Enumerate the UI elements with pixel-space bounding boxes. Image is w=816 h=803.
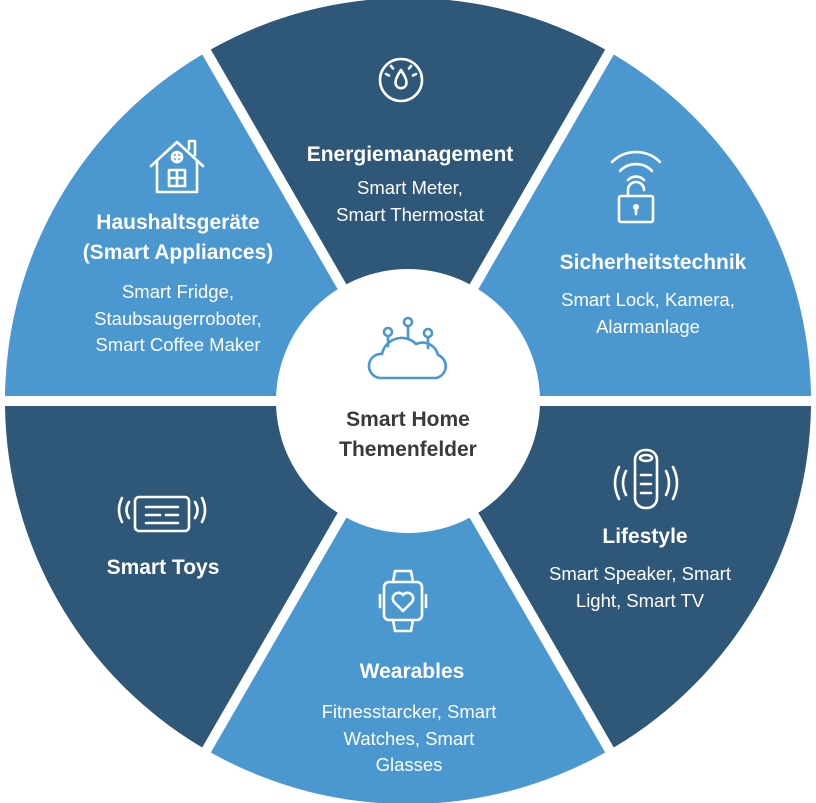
segment-sicherheitstechnik: Sicherheitstechnik Smart Lock, Kamera, A…: [560, 150, 747, 337]
segment-title: Haushaltsgeräte: [96, 211, 259, 234]
gauge-icon: [378, 57, 424, 103]
segment-description-line: Alarmanlage: [596, 316, 700, 337]
segment-wearables: Wearables Fitnesstarcker, Smart Watches,…: [322, 569, 497, 775]
segment-description-line: Staubsaugerroboter,: [94, 308, 262, 329]
toy-remote-icon: [117, 495, 207, 533]
center-title-line: Themenfelder: [339, 438, 477, 461]
segment-title: Smart Toys: [107, 556, 220, 579]
segment-title: Wearables: [360, 660, 465, 683]
segment-description-line: Smart Lock, Kamera,: [561, 289, 735, 310]
segments-layer: [5, 0, 811, 803]
segment-description-line: Smart Thermostat: [336, 204, 484, 225]
segment-title: Energiemanagement: [307, 143, 514, 166]
segment-lifestyle: Lifestyle Smart Speaker, Smart Light, Sm…: [549, 448, 731, 611]
segment-description-line: Watches, Smart: [344, 728, 475, 749]
segment-description-line: Light, Smart TV: [576, 590, 705, 611]
segment-title: Sicherheitstechnik: [560, 251, 747, 274]
segment-shape-haushaltsgeraete: [5, 54, 400, 396]
cloud-network-icon: [367, 316, 448, 380]
segment-title: (Smart Appliances): [83, 241, 274, 264]
segment-haushaltsgeraete: Haushaltsgeräte (Smart Appliances) Smart…: [83, 139, 274, 355]
segment-description-line: Smart Fridge,: [122, 281, 234, 302]
segment-shape-sicherheitstechnik: [416, 54, 811, 396]
segment-description-line: Fitnesstarcker, Smart: [322, 701, 497, 722]
center-circle: [276, 269, 540, 533]
segment-description-line: Glasses: [376, 754, 443, 775]
segment-shape-lifestyle: [416, 406, 811, 748]
segment-shape-smart-toys: [5, 406, 400, 748]
segment-shape-energiemanagement: [210, 0, 606, 391]
center-hub: Smart Home Themenfelder: [276, 269, 540, 533]
center-title-line: Smart Home: [346, 408, 470, 431]
segment-title: Lifestyle: [602, 525, 687, 548]
segment-description-line: Smart Coffee Maker: [95, 334, 260, 355]
segment-description-line: Smart Speaker, Smart: [549, 563, 731, 584]
segment-smart-toys: Smart Toys: [107, 495, 220, 579]
segment-description-line: Smart Meter,: [357, 177, 463, 198]
smartwatch-heart-icon: [378, 569, 428, 633]
house-icon: [149, 139, 205, 194]
wireless-lock-icon: [610, 150, 662, 224]
smart-speaker-icon: [613, 448, 679, 510]
segment-energiemanagement: Energiemanagement Smart Meter, Smart The…: [307, 57, 514, 225]
